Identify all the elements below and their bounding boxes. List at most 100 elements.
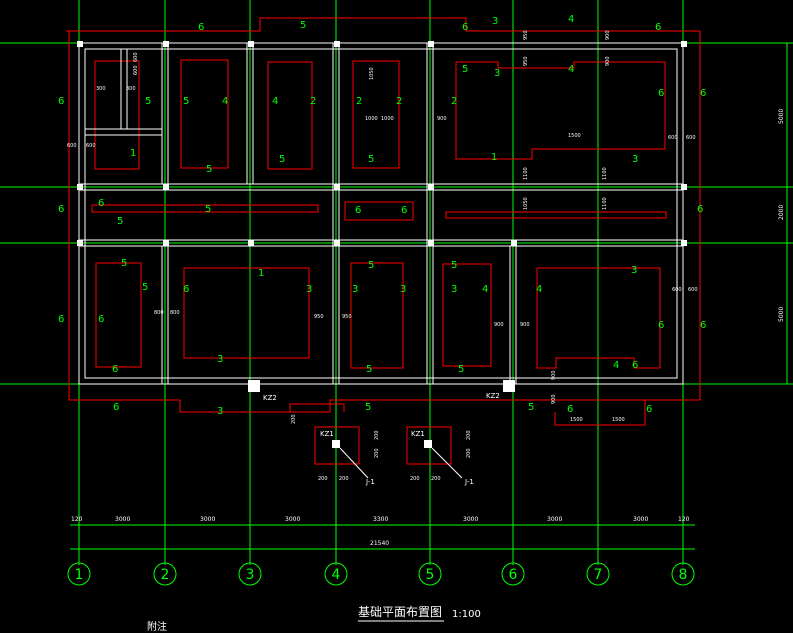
dim-label: 600 [686, 135, 696, 141]
dim-label: 200 [291, 414, 297, 424]
svg-text:4: 4 [568, 64, 574, 75]
dim-label: 600 [672, 287, 682, 293]
svg-text:6: 6 [658, 88, 664, 99]
svg-text:5: 5 [300, 20, 306, 31]
svg-text:5: 5 [183, 96, 189, 107]
dim-label: 900 [551, 370, 557, 380]
dim-label: 800 [154, 310, 164, 316]
dim-label: 1100 [602, 167, 608, 180]
svg-text:6: 6 [401, 205, 407, 216]
note-label: 附注 [147, 620, 167, 633]
svg-text:1: 1 [130, 148, 136, 159]
svg-text:6: 6 [655, 22, 661, 33]
axis-label: 3 [246, 567, 255, 583]
dim-label: 800 [170, 310, 180, 316]
dim-label: 900 [551, 394, 557, 404]
axis-label: 4 [332, 567, 341, 583]
axis-bubbles [67, 562, 695, 586]
column-tag: KZ1 [320, 430, 334, 438]
svg-text:1: 1 [491, 152, 497, 163]
dim-label: 900 [520, 322, 530, 328]
svg-text:2: 2 [310, 96, 316, 107]
svg-text:5: 5 [205, 204, 211, 215]
column-tag: J-1 [365, 478, 375, 486]
drawing-scale: 1:100 [452, 609, 481, 620]
bottom-dims: 120 3000 3000 3000 3300 3000 3000 3000 1… [71, 516, 690, 547]
dim-label: 200 [318, 476, 328, 482]
svg-text:6: 6 [697, 204, 703, 215]
svg-text:3: 3 [217, 354, 223, 365]
svg-text:2: 2 [356, 96, 362, 107]
dim-label: 5000 [778, 307, 785, 322]
dim-label: 3000 [200, 516, 215, 523]
axis-label: 5 [426, 567, 435, 583]
svg-text:5: 5 [368, 154, 374, 165]
svg-text:4: 4 [482, 284, 488, 295]
dim-label: 950 [314, 314, 324, 320]
svg-text:6: 6 [112, 364, 118, 375]
dim-label: 3300 [373, 516, 388, 523]
dim-label: 300 [126, 86, 136, 92]
svg-text:4: 4 [613, 360, 619, 371]
dim-total: 21540 [370, 540, 389, 547]
dim-label: 900 [605, 30, 611, 40]
columns [77, 41, 687, 448]
svg-text:6: 6 [462, 22, 468, 33]
leader-lines [339, 447, 463, 479]
right-dimensions: 5000 2000 5000 [778, 109, 785, 322]
dim-label: 1050 [523, 197, 529, 210]
svg-text:3: 3 [217, 406, 223, 417]
dim-label: 1500 [568, 133, 581, 139]
svg-text:6: 6 [198, 22, 204, 33]
axis-label: 7 [594, 567, 603, 583]
dim-label: 3000 [115, 516, 130, 523]
dim-label: 200 [374, 430, 380, 440]
dim-label: 200 [339, 476, 349, 482]
svg-text:1: 1 [258, 268, 264, 279]
svg-text:3: 3 [400, 284, 406, 295]
svg-text:6: 6 [700, 320, 706, 331]
svg-text:5: 5 [145, 96, 151, 107]
svg-text:5: 5 [365, 402, 371, 413]
axis-label: 2 [161, 567, 170, 583]
dim-label: 200 [374, 448, 380, 458]
svg-text:5: 5 [368, 260, 374, 271]
svg-text:5: 5 [451, 260, 457, 271]
column-tag: KZ2 [263, 394, 277, 402]
svg-text:5: 5 [458, 364, 464, 375]
dim-label: 900 [437, 116, 447, 122]
dim-label: 1050 [369, 67, 375, 80]
svg-text:6: 6 [113, 402, 119, 413]
svg-text:4: 4 [568, 14, 574, 25]
drawing-title: 基础平面布置图 [358, 605, 442, 619]
dim-label: 600 [86, 143, 96, 149]
svg-text:5: 5 [279, 154, 285, 165]
svg-text:3: 3 [451, 284, 457, 295]
svg-text:4: 4 [222, 96, 228, 107]
walls [78, 42, 684, 385]
axis-labels: 1 2 3 4 5 6 7 8 [75, 567, 688, 583]
svg-text:5: 5 [117, 216, 123, 227]
svg-text:6: 6 [632, 360, 638, 371]
dim-label: 1000 [365, 116, 378, 122]
dim-label: 1000 [381, 116, 394, 122]
dim-label: 200 [466, 430, 472, 440]
inner-dimensions: 600 600 300 300 1000 1000 900 1500 950 9… [67, 86, 698, 423]
dim-label: 3000 [463, 516, 478, 523]
bottom-dim-lines [70, 524, 695, 550]
axis-label: 6 [509, 567, 518, 583]
dim-label: 5000 [778, 109, 785, 124]
dim-label: 950 [342, 314, 352, 320]
dim-label: 120 [678, 516, 690, 523]
vertical-dims: 600 600 1050 950 950 900 900 1100 1050 1… [133, 30, 611, 424]
dim-label: 200 [466, 448, 472, 458]
dim-label: 2000 [778, 205, 785, 220]
svg-text:3: 3 [632, 154, 638, 165]
svg-text:6: 6 [58, 96, 64, 107]
dim-label: 900 [494, 322, 504, 328]
dim-label: 3000 [633, 516, 648, 523]
svg-text:3: 3 [492, 16, 498, 27]
column-tags: KZ2 KZ2 KZ1 KZ1 J-1 J-1 [263, 392, 500, 486]
